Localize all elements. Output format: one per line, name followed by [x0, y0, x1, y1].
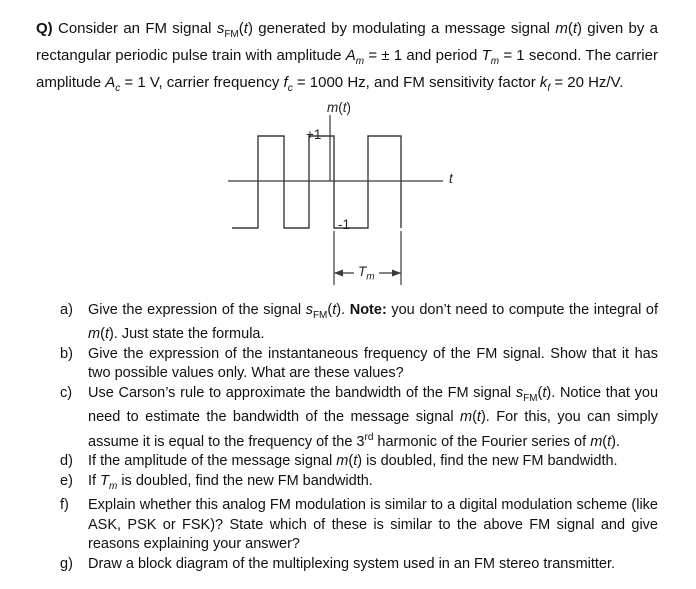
item-letter: d): [60, 453, 73, 470]
figure-ylabel: m(t): [327, 100, 352, 115]
item-text: Explain whether this analog FM modulatio…: [88, 497, 658, 552]
period-label: Tm: [354, 264, 379, 283]
item-letter: e): [60, 472, 73, 489]
item-text: If Tm is doubled, find the new FM bandwi…: [88, 472, 373, 492]
item-text: Draw a block diagram of the multiplexing…: [88, 555, 616, 572]
amp-minus-label: -1: [338, 217, 351, 232]
item-letter: g): [60, 555, 73, 572]
question-item-c: c) Use Carson’s rule to approximate the …: [60, 384, 658, 452]
time-axis-label: t: [449, 171, 453, 186]
item-letter: c): [60, 384, 73, 401]
waveform-figure: m(t) +1 -1 t Tm: [0, 100, 696, 297]
question-item-e: e) If Tm is doubled, find the new FM ban…: [60, 472, 658, 496]
item-text: Give the expression of the signal sFM(t)…: [88, 302, 658, 343]
figure-svg: [228, 115, 443, 285]
question-item-b: b) Give the expression of the instantane…: [60, 345, 658, 384]
waveform-path: [232, 135, 402, 229]
question-item-a: a) Give the expression of the signal sFM…: [60, 301, 658, 345]
question-items: a) Give the expression of the signal sFM…: [60, 301, 658, 574]
item-text: Give the expression of the instantaneous…: [88, 345, 658, 382]
item-text: Use Carson’s rule to approximate the ban…: [88, 384, 659, 450]
item-letter: f): [60, 497, 69, 513]
arrowhead-right-icon: [392, 269, 401, 277]
question-intro: Q) Consider an FM signal sFM(t) generate…: [36, 20, 658, 94]
question-item-d: d) If the amplitude of the message signa…: [60, 452, 658, 472]
arrowhead-left-icon: [334, 269, 343, 277]
item-letter: b): [60, 345, 73, 362]
item-letter: a): [60, 302, 73, 318]
question-item-g: g) Draw a block diagram of the multiplex…: [60, 555, 658, 575]
item-text: If the amplitude of the message signal m…: [88, 453, 618, 470]
amp-plus-label: +1: [306, 127, 322, 142]
question-item-f: f) Explain whether this analog FM modula…: [60, 496, 658, 555]
